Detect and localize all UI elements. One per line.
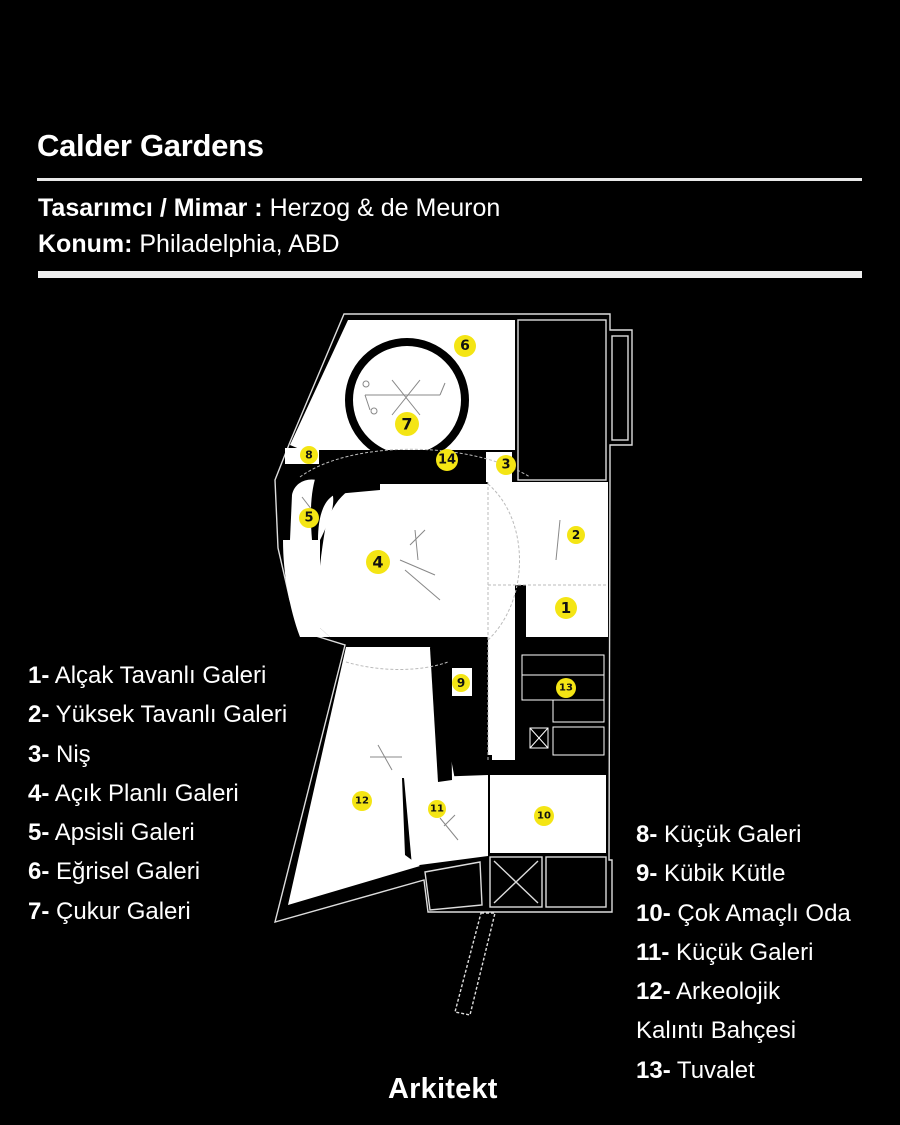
svg-text:5: 5 (304, 511, 313, 526)
marker-5: 5 (299, 508, 319, 528)
marker-1: 1 (555, 597, 577, 619)
room-2-high-ceiling-gallery (488, 482, 608, 585)
marker-4: 4 (366, 550, 390, 574)
room-12-archaeological-garden (288, 647, 455, 905)
legend-item: 2- Yüksek Tavanlı Galeri (28, 701, 288, 729)
room-markers: 1 2 3 4 5 6 7 8 9 10 11 12 13 14 (299, 335, 585, 826)
legend-item: 6- Eğrisel Galeri (28, 858, 201, 886)
svg-text:3: 3 (501, 458, 510, 473)
legend-item: 3- Niş (28, 740, 91, 768)
legend-item: 8- Küçük Galeri (636, 821, 802, 848)
designer-value: Herzog & de Meuron (269, 194, 501, 222)
svg-text:8: 8 (305, 449, 313, 462)
designer-label: Tasarımcı / Mimar : (38, 194, 263, 222)
svg-text:12: 12 (355, 796, 369, 807)
marker-7: 7 (395, 412, 419, 436)
location-label: Konum: (38, 230, 133, 258)
legend-item: 10- Çok Amaçlı Oda (636, 899, 851, 927)
svg-text:9: 9 (457, 676, 465, 690)
legend-item: 4- Açık Planlı Galeri (28, 779, 239, 807)
legend-left: 1- Alçak Tavanlı Galeri 2- Yüksek Tavanl… (28, 656, 287, 931)
room-11-small-gallery (404, 775, 488, 866)
brand-logo: Arkitekt (388, 1073, 498, 1105)
legend-item: 13- Tuvalet (636, 1056, 755, 1084)
location-line: Konum: Philadelphia, ABD (38, 230, 340, 259)
svg-text:14: 14 (438, 453, 456, 468)
svg-text:2: 2 (572, 528, 580, 542)
legend-item: 1- Alçak Tavanlı Galeri (28, 662, 267, 689)
building-outline (274, 313, 633, 924)
svg-text:10: 10 (537, 811, 551, 822)
room-4-open-plan-gallery (317, 484, 488, 637)
marker-9: 9 (452, 674, 470, 692)
marker-14: 14 (436, 449, 458, 471)
designer-line: Tasarımcı / Mimar : Herzog & de Meuron (38, 194, 500, 223)
svg-text:7: 7 (401, 415, 412, 434)
legend-item: 5- Apsisli Galeri (28, 819, 195, 847)
svg-text:4: 4 (372, 553, 383, 572)
svg-text:6: 6 (460, 338, 470, 354)
page-title: Calder Gardens (37, 128, 264, 163)
legend-item-continued: Kalıntı Bahçesi (636, 1017, 797, 1045)
svg-text:1: 1 (561, 599, 571, 617)
legend-item: 7- Çukur Galeri (28, 897, 191, 925)
marker-8: 8 (300, 446, 318, 464)
marker-11: 11 (428, 800, 446, 818)
svg-text:11: 11 (430, 804, 444, 815)
location-value: Philadelphia, ABD (139, 230, 340, 258)
marker-3: 3 (496, 455, 516, 475)
marker-10: 10 (534, 806, 554, 826)
marker-6: 6 (454, 335, 476, 357)
title-divider (37, 178, 862, 181)
legend-item: 11- Küçük Galeri (636, 938, 814, 966)
header-divider (38, 271, 862, 278)
marker-2: 2 (567, 526, 585, 544)
legend-right: 8- Küçük Galeri 9- Kübik Kütle 10- Çok A… (636, 815, 851, 1090)
marker-12: 12 (352, 791, 372, 811)
legend-item: 12- Arkeolojik (636, 978, 781, 1006)
svg-text:13: 13 (559, 683, 573, 694)
marker-13: 13 (556, 678, 576, 698)
legend-item: 9- Kübik Kütle (636, 860, 786, 888)
